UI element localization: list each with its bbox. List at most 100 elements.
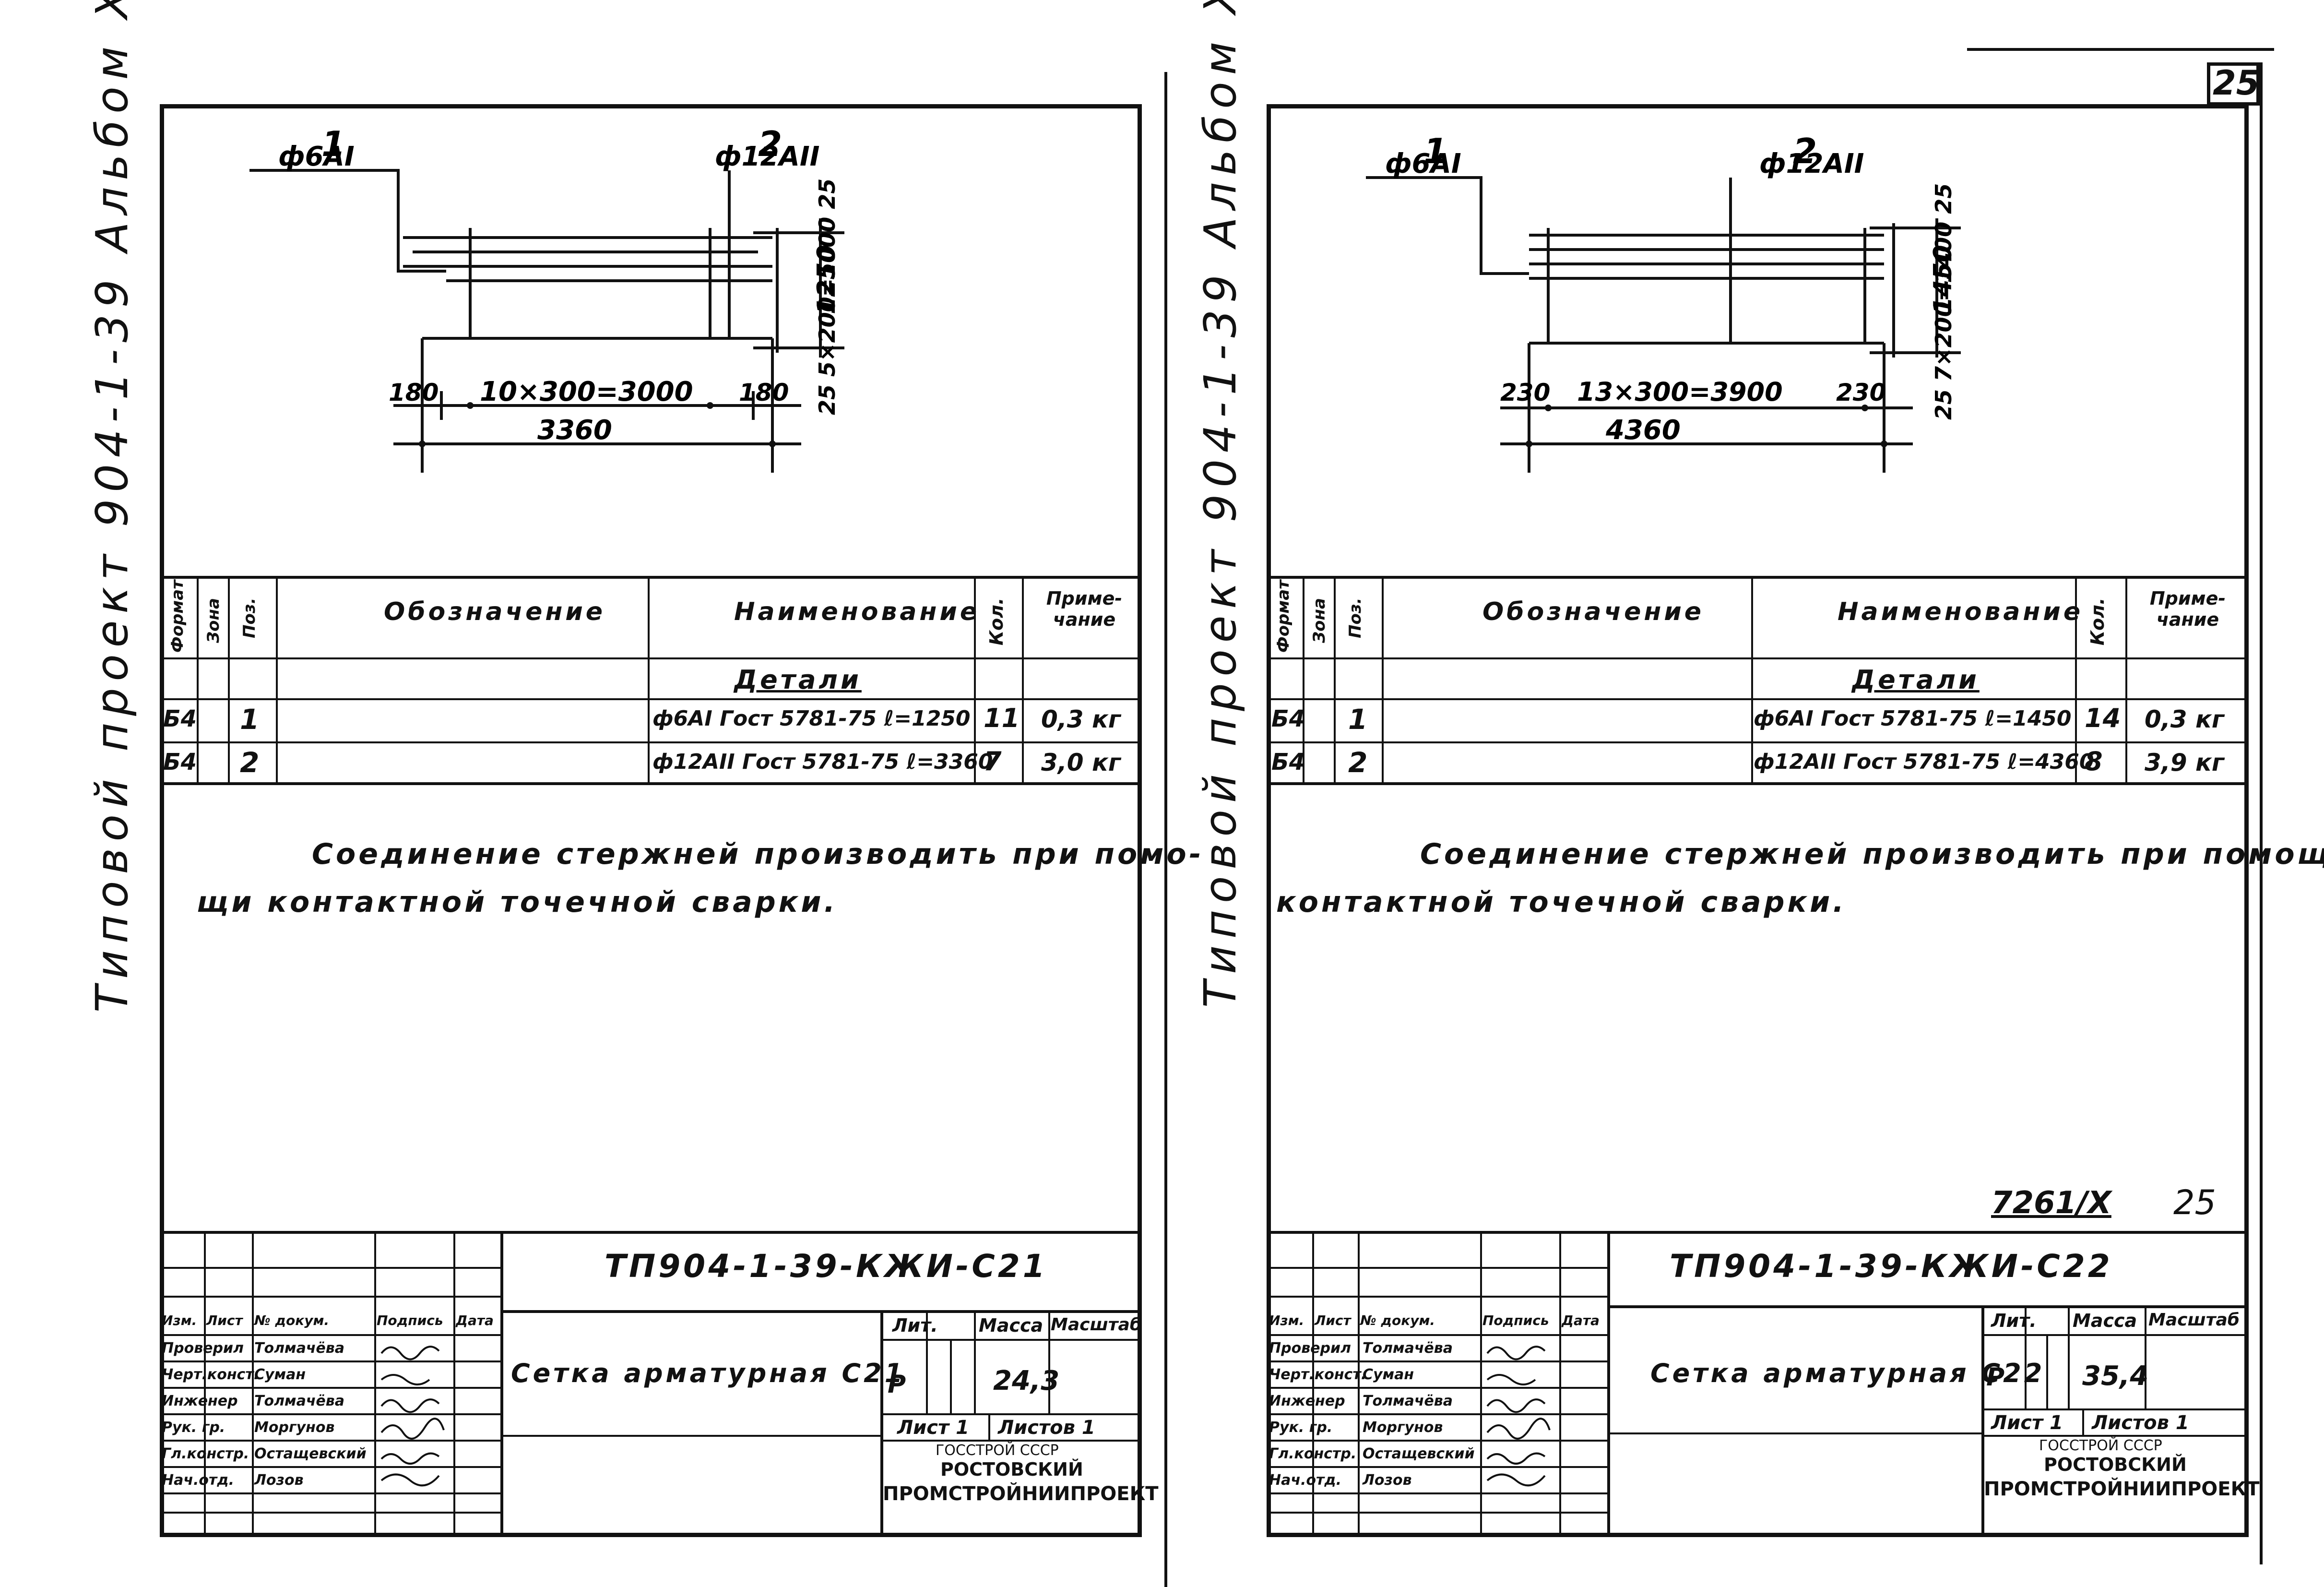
titleblock-rule [1267, 1440, 1607, 1442]
spec-col-rule [648, 576, 650, 782]
titleblock-rule [1267, 1334, 1607, 1336]
tb-staff-name: Лозов [1363, 1472, 1412, 1489]
dim-left: 180 [389, 379, 439, 406]
titleblock-rule [1267, 1387, 1607, 1389]
spec-row-pos: 2 [240, 746, 260, 779]
spec-header-name: Наименование [1838, 597, 2084, 626]
tb-lit-label: Лит. [892, 1315, 938, 1336]
pos-1-label: 1 [321, 124, 345, 164]
tb-col-sign: Подпись [377, 1313, 443, 1328]
tb-mass-label: Масса [2073, 1310, 2137, 1331]
titleblock-top-rule [160, 1231, 1142, 1234]
spec-row-pos: 2 [1348, 746, 1368, 779]
signatures-c21 [380, 1346, 445, 1487]
titleblock-rule [160, 1466, 500, 1468]
dim-total: 3360 [537, 415, 612, 446]
dim-vert-total: 1450 [1929, 245, 1957, 314]
titleblock-rule [1267, 1492, 1607, 1494]
titleblock-col-rule [2082, 1408, 2084, 1435]
titleblock-rule [500, 1310, 1142, 1313]
spec-row-name: ф12АII Гост 5781-75 ℓ=4360 [1754, 750, 2094, 774]
dim-right: 230 [1836, 379, 1886, 406]
titleblock-rule [1981, 1334, 2249, 1336]
spec-header-designation: Обозначение [384, 597, 606, 626]
spec-row-format: Б4 [163, 705, 197, 732]
titleblock-col-rule [974, 1310, 976, 1413]
spec-col-rule [1334, 576, 1336, 782]
spec-row-note: 0,3 кг [1041, 705, 1121, 733]
titleblock-col-rule [880, 1310, 883, 1533]
spec-row-pos: 1 [1348, 703, 1368, 736]
tb-org-1: ГОССТРОЙ СССР [2039, 1437, 2162, 1454]
stamp-page-number: 25 [2173, 1183, 2217, 1222]
spec-col-rule [2125, 576, 2127, 782]
tb-org-2: РОСТОВСКИЙ [940, 1459, 1083, 1480]
tb-staff-role: Проверил [162, 1340, 244, 1357]
tb-staff-role: Нач.отд. [1269, 1472, 1341, 1489]
spec-row-qty: 11 [984, 703, 1020, 733]
titleblock-rule [500, 1435, 880, 1437]
tb-staff-role: Рук. гр. [1269, 1419, 1333, 1436]
spec-col-rule [197, 576, 199, 782]
spec-header-format: Формат [168, 580, 187, 653]
sheet-frame-c21 [160, 104, 1142, 1537]
titleblock-col-rule [950, 1339, 952, 1413]
dim-left: 230 [1500, 379, 1550, 406]
spec-row-name: ф6АI Гост 5781-75 ℓ=1450 [1754, 706, 2072, 731]
spec-header-note: Приме-чание [2149, 588, 2226, 630]
spec-row-format: Б4 [1271, 749, 1305, 776]
tb-org-1: ГОССТРОЙ СССР [936, 1442, 1059, 1459]
spec-row-note: 0,3 кг [2145, 705, 2225, 733]
tb-org-3: ПРОМСТРОЙНИИПРОЕКТ [1984, 1478, 2260, 1500]
spec-header-name: Наименование [734, 597, 980, 626]
tb-staff-name: Толмачёва [254, 1393, 344, 1409]
tb-staff-role: Черт.конст. [162, 1366, 260, 1383]
titleblock-rule [880, 1440, 1142, 1442]
titleblock-col-rule [1480, 1231, 1482, 1533]
tb-staff-name: Толмачёва [1363, 1393, 1453, 1409]
page-number-box [2207, 62, 2260, 106]
tb-lit-value: Р [1986, 1363, 2005, 1392]
dim-total: 4360 [1605, 415, 1681, 446]
titleblock-col-rule [1559, 1231, 1561, 1533]
titleblock-rule [160, 1360, 500, 1362]
titleblock-col-rule [252, 1231, 254, 1533]
spec-col-rule [276, 576, 278, 782]
tb-staff-role: Проверил [1269, 1340, 1351, 1357]
pos-2-label: 2 [758, 124, 782, 164]
spec-row-note: 3,9 кг [2145, 749, 2225, 776]
titleblock-rule [160, 1296, 500, 1298]
tb-col-date: Дата [456, 1313, 494, 1328]
titleblock-rule [1267, 1413, 1607, 1415]
titleblock-rule [1981, 1408, 2249, 1410]
tb-col-list: Лист [206, 1313, 243, 1328]
spec-row-rule [1267, 698, 2249, 700]
titleblock-rule [160, 1334, 500, 1336]
tb-staff-role: Гл.констр. [1269, 1445, 1357, 1462]
spec-col-rule [1751, 576, 1753, 782]
titleblock-rule [160, 1413, 500, 1415]
mesh-diagram-c21: 1 ф6АI 2 ф12АII 180 10×300=3000 180 3360… [249, 124, 844, 473]
titleblock-col-rule [1607, 1231, 1610, 1533]
tb-col-doc: № докум. [254, 1313, 330, 1328]
titleblock-rule [1267, 1360, 1607, 1362]
spec-header-qty: Кол. [2087, 597, 2108, 645]
note-line-2: контактной точечной сварки. [1276, 885, 1847, 919]
tb-staff-role: Инженер [162, 1393, 238, 1409]
tb-staff-role: Гл.констр. [162, 1445, 249, 1462]
spec-col-rule [1382, 576, 1384, 782]
titleblock-col-rule [1358, 1231, 1360, 1533]
tb-staff-role: Черт.конст. [1269, 1366, 1367, 1383]
spec-header-zone: Зона [204, 598, 223, 643]
spec-header-pos: Поз. [240, 597, 259, 639]
spec-top-rule [1267, 576, 2249, 579]
titleblock-col-rule [1312, 1231, 1314, 1533]
tb-sheets-label: Листов 1 [2092, 1412, 2189, 1434]
spec-header-rule [1267, 657, 2249, 659]
spec-row-format: Б4 [163, 749, 197, 776]
spec-col-rule [2075, 576, 2077, 782]
spec-row-rule [160, 741, 1142, 743]
sheet-frame-c22 [1267, 104, 2249, 1537]
titleblock-col-rule [1048, 1310, 1050, 1413]
spec-section-label: Детали [734, 665, 862, 695]
